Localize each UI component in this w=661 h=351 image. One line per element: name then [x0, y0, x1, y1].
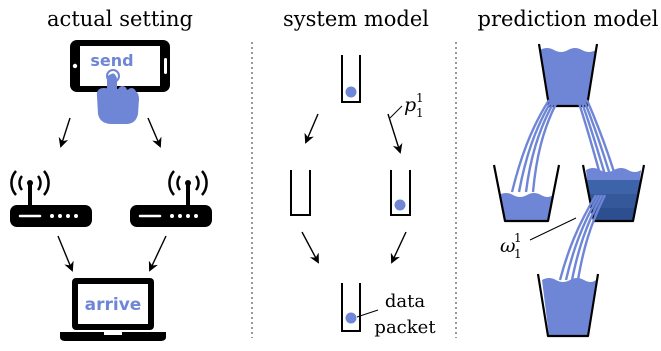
bucket-bottom	[536, 273, 600, 338]
arrow-phone-to-router-right	[147, 117, 162, 148]
svg-text:1: 1	[514, 231, 522, 245]
smartphone-icon: send	[70, 40, 170, 92]
svg-text:1: 1	[416, 106, 424, 120]
pointing-hand-icon	[96, 74, 139, 124]
queue-container-middle-left	[290, 170, 311, 216]
panel-title-system-model: system model	[283, 7, 429, 31]
queue-container-middle-right	[390, 170, 411, 216]
svg-text:1: 1	[416, 91, 424, 105]
bucket-top	[537, 43, 599, 108]
data-packet-bottom	[345, 312, 357, 324]
water-streams-top	[510, 99, 620, 193]
arrow-router-right-to-laptop	[148, 235, 167, 272]
svg-text:p: p	[404, 94, 416, 116]
arrow-system-top-to-left	[304, 113, 319, 144]
packet-label-line2: packet	[374, 317, 436, 338]
panel-title-actual-setting: actual setting	[47, 7, 193, 31]
svg-text:ω: ω	[500, 235, 516, 257]
bucket-middle-left	[492, 164, 561, 223]
data-packet-top	[345, 86, 357, 98]
arrow-system-left-to-bottom	[301, 231, 319, 264]
router-icon-right	[130, 170, 212, 227]
data-packet-middle-right	[394, 199, 406, 211]
arrow-phone-to-router-left	[58, 117, 71, 148]
water-streams-middle	[558, 194, 607, 281]
laptop-arrive-label: arrive	[85, 295, 142, 315]
svg-text:1: 1	[514, 247, 522, 261]
arrow-system-right-to-bottom	[390, 231, 407, 264]
packet-label-line1: data	[385, 291, 425, 312]
panel-title-prediction-model: prediction model	[478, 7, 659, 31]
arrow-system-top-to-right	[387, 113, 403, 154]
queue-container-bottom	[341, 283, 361, 332]
packet-label-leader	[356, 309, 379, 318]
phone-send-label: send	[90, 51, 133, 70]
queue-container-top	[341, 55, 361, 103]
flow-label-omega: ω 1 1	[500, 217, 577, 261]
arrow-router-left-to-laptop	[57, 235, 74, 272]
probability-label-p: p 1 1	[389, 91, 424, 120]
router-icon-left	[10, 170, 92, 227]
laptop-icon: arrive	[60, 278, 166, 341]
